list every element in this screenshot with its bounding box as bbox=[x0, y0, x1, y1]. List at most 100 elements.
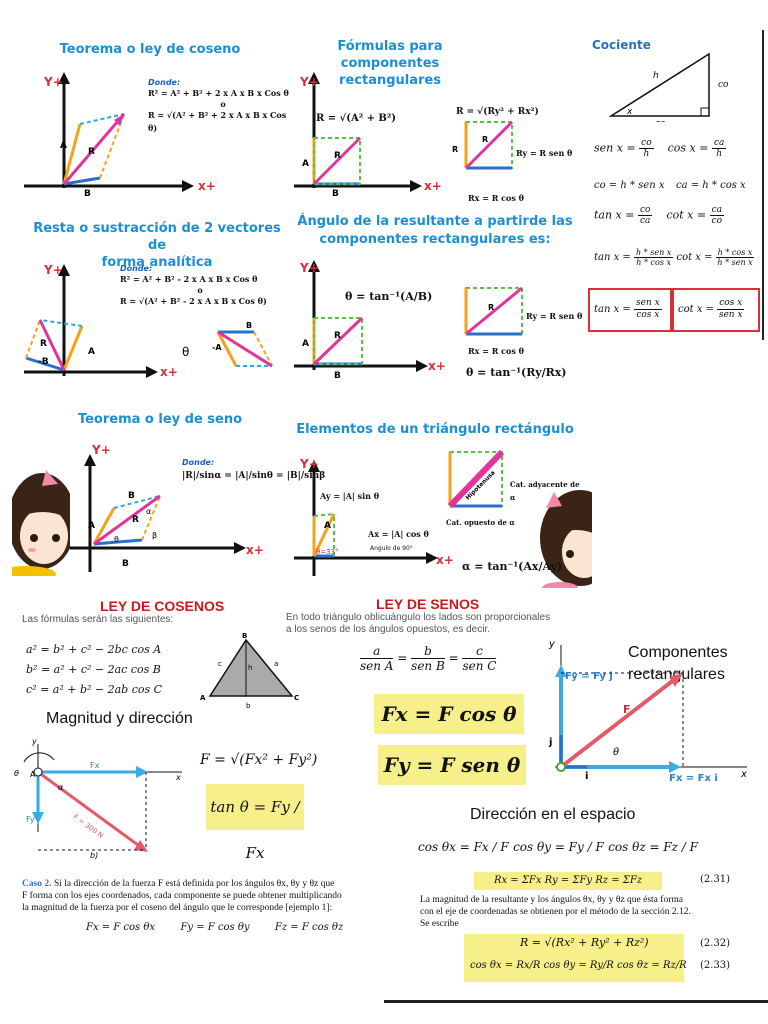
svg-text:b): b) bbox=[90, 851, 98, 860]
svg-text:β: β bbox=[152, 531, 157, 540]
angulo-ry-rx-diagram: R bbox=[464, 286, 523, 336]
svg-text:R: R bbox=[334, 331, 341, 341]
componentes-rect-title: Componentes rectangulares bbox=[628, 644, 728, 683]
svg-text:h: h bbox=[653, 71, 659, 81]
svg-text:x+: x+ bbox=[428, 359, 446, 373]
seno-eq: |R|/sinα = |A|/sinθ = |B|/sinβ bbox=[182, 471, 326, 481]
svg-text:-A: -A bbox=[212, 343, 222, 352]
elementos-title: Elementos de un triángulo rectángulo bbox=[296, 422, 574, 437]
elementos-diagram: Y+ x+ A θ=33° bbox=[294, 457, 454, 576]
svg-text:ca: ca bbox=[655, 119, 665, 122]
caso-2-equations: Fx = F cos θx Fy = F cos θy Fz = F cos θ… bbox=[86, 922, 344, 933]
bottom-divider bbox=[384, 1000, 768, 1003]
resta-equations: R² = A² + B² - 2 x A x B x Cos θ o R = √… bbox=[120, 274, 267, 306]
svg-text:θ: θ bbox=[114, 535, 119, 544]
svg-text:R: R bbox=[482, 135, 488, 144]
svg-text:θ: θ bbox=[14, 769, 19, 778]
svg-text:A: A bbox=[200, 694, 206, 702]
svg-text:x+: x+ bbox=[246, 543, 264, 557]
coseno-equations: R² = A² + B² + 2 x A x B x Cos θ o R = √… bbox=[148, 88, 289, 133]
ry-rx-diagram: R R bbox=[452, 120, 514, 170]
svg-text:C: C bbox=[294, 694, 299, 702]
svg-text:R: R bbox=[452, 145, 458, 154]
svg-text:Y+: Y+ bbox=[299, 261, 319, 275]
resta-title: Resta o sustracción de 2 vectores de for… bbox=[33, 221, 281, 270]
angulo-title: Ángulo de la resultante a partirde las c… bbox=[297, 214, 573, 247]
sum-components-box: Rx = ΣFx Ry = ΣFy Rz = ΣFz bbox=[474, 872, 662, 890]
caso-2-label: Caso 2. bbox=[22, 879, 52, 889]
ley-senos-title: LEY DE SENOS bbox=[376, 596, 480, 612]
magnitud-diagram: y x Fx Fy A θ α F = 300 N b) bbox=[14, 737, 182, 860]
right-edge-line bbox=[762, 30, 764, 340]
svg-text:A: A bbox=[88, 521, 95, 531]
svg-text:A: A bbox=[30, 770, 36, 779]
coseno-title: Teorema o ley de coseno bbox=[59, 42, 241, 57]
svg-text:R: R bbox=[132, 515, 139, 525]
svg-text:c: c bbox=[218, 660, 222, 668]
donde-label: Donde: bbox=[148, 78, 181, 87]
vector-a-label: A bbox=[60, 141, 67, 151]
alpha-eq: α = tan⁻¹(Ax/Ay) bbox=[462, 560, 563, 573]
svg-text:x+: x+ bbox=[436, 553, 454, 567]
svg-text:Fy = Fy j: Fy = Fy j bbox=[565, 671, 613, 682]
svg-text:Fx = Fx i: Fx = Fx i bbox=[669, 773, 718, 784]
svg-text:θ: θ bbox=[182, 345, 189, 359]
eq-number-232: (2.32) bbox=[700, 938, 731, 949]
eq-number-231: (2.31) bbox=[700, 874, 731, 885]
ley-cosenos-subtitle: Las fórmulas serán las siguientes: bbox=[22, 614, 174, 625]
resultant-box bbox=[464, 934, 684, 982]
resta-diagram: Y+ x+ -B A R θ -A B bbox=[24, 263, 273, 379]
cociente-title: Cociente bbox=[592, 38, 651, 52]
f-magnitude-eq: F = √(Fx² + Fy²) bbox=[200, 752, 318, 768]
svg-text:x: x bbox=[626, 107, 633, 117]
svg-text:R: R bbox=[40, 339, 47, 349]
svg-text:A: A bbox=[302, 339, 309, 349]
fx-eq-box: Fx = F cos θ bbox=[374, 694, 524, 734]
svg-text:j: j bbox=[548, 737, 552, 748]
resultant-eq: R = √(Rx² + Ry² + Rz²) bbox=[520, 936, 649, 949]
svg-text:α: α bbox=[58, 783, 64, 792]
svg-text:a: a bbox=[274, 660, 278, 668]
svg-text:A: A bbox=[302, 159, 309, 169]
svg-text:B: B bbox=[242, 632, 247, 640]
svg-text:y: y bbox=[548, 639, 556, 650]
rx-eq: Rx = R cos θ bbox=[468, 193, 524, 203]
svg-text:h: h bbox=[248, 664, 252, 672]
componentes-rect-diagram: y x Fy = Fy j Fx = Fx i F j i θ bbox=[548, 639, 747, 784]
theta-eq: θ = tan⁻¹(A/B) bbox=[345, 290, 433, 303]
ay-eq: Ay = |A| sin θ bbox=[320, 491, 380, 501]
svg-text:x+: x+ bbox=[424, 179, 442, 193]
svg-text:B: B bbox=[128, 491, 135, 501]
fy-eq-box: Fy = F sen θ bbox=[378, 745, 526, 785]
direction-cosines: cos θx = Fx / F cos θy = Fy / F cos θz =… bbox=[418, 840, 698, 854]
seno-diagram: Y+ x+ A R B B α θ β bbox=[70, 443, 264, 572]
svg-text:B: B bbox=[334, 371, 341, 378]
ax-eq: Ax = |A| cos θ bbox=[368, 529, 429, 539]
seno-title: Teorema o ley de seno bbox=[77, 412, 243, 427]
svg-text:Y+: Y+ bbox=[91, 443, 111, 457]
cociente-triangle: h ca x bbox=[608, 52, 710, 122]
vector-r-label: R bbox=[88, 147, 95, 157]
ley-cosenos-title: LEY DE COSENOS bbox=[100, 598, 225, 614]
svg-text:B: B bbox=[122, 559, 129, 569]
comp-magnitude-eq: R = √(A² + B²) bbox=[316, 113, 396, 124]
espacio-title: Dirección en el espacio bbox=[470, 806, 636, 823]
svg-text:θ: θ bbox=[613, 747, 619, 758]
svg-text:Y+: Y+ bbox=[43, 263, 63, 277]
theta-eq-2: θ = tan⁻¹(Ry/Rx) bbox=[466, 366, 567, 379]
svg-text:Y+: Y+ bbox=[299, 75, 319, 89]
cat-opuesto-label: Cat. opuesto de α bbox=[446, 518, 515, 527]
svg-text:R: R bbox=[334, 151, 341, 161]
svg-text:-B: -B bbox=[38, 357, 49, 367]
co-label: co bbox=[718, 80, 729, 90]
componentes-diagram: Y+ x+ A R B bbox=[294, 72, 442, 199]
caso-2-paragraph: Caso 2. Si la dirección de la fuerza F e… bbox=[22, 879, 342, 913]
svg-text:A: A bbox=[324, 521, 331, 531]
cat-adyacente-label: Cat. adyacente de α bbox=[510, 480, 580, 502]
magnitud-title: Magnitud y dirección bbox=[46, 710, 193, 727]
